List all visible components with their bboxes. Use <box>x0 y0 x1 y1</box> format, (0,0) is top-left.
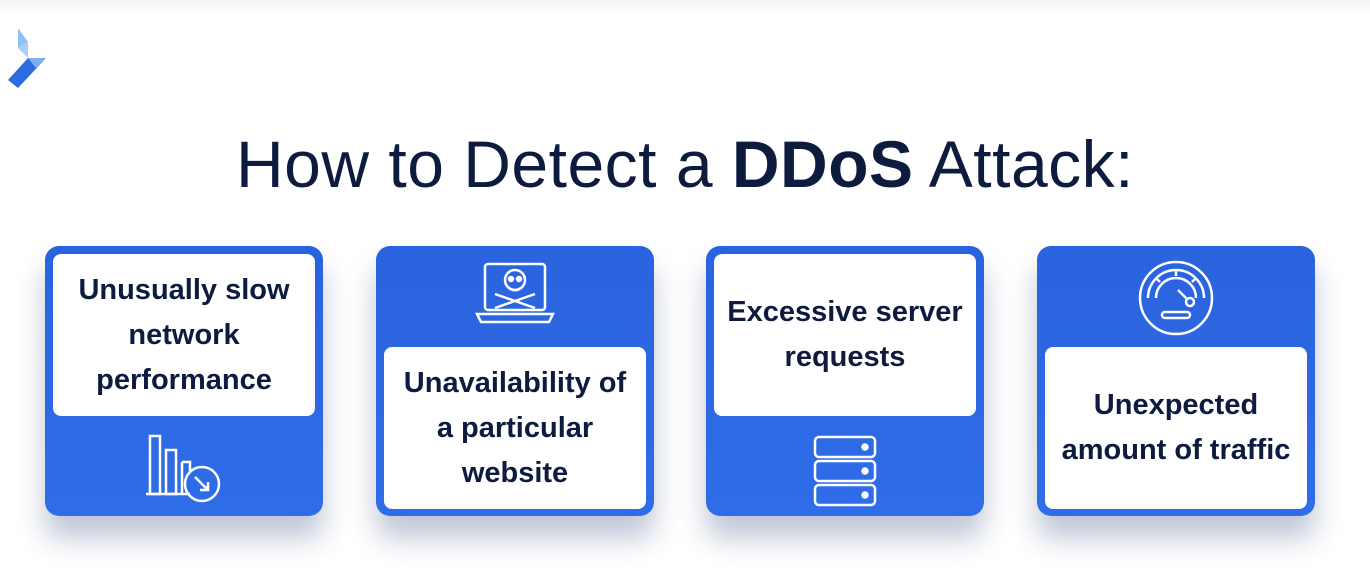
page-title: How to Detect a DDoS Attack: <box>0 124 1370 204</box>
card-label: Unexpected amount of traffic <box>1045 347 1307 509</box>
skull-laptop-icon <box>475 258 555 330</box>
card-server-requests: Excessive server requests <box>706 246 984 516</box>
card-website-unavailable: Unavailability of a particular website <box>376 246 654 516</box>
card-traffic: Unexpected amount of traffic <box>1037 246 1315 516</box>
card-label: Unavailability of a particular website <box>384 347 646 509</box>
title-prefix: How to Detect a <box>235 127 714 202</box>
card-label: Unusually slow network performance <box>53 254 315 416</box>
speedometer-icon <box>1136 258 1216 338</box>
top-divider <box>0 0 1370 14</box>
card-slow-network: Unusually slow network performance <box>45 246 323 516</box>
bar-chart-down-icon <box>146 432 222 504</box>
brand-logo-icon <box>6 28 46 90</box>
title-suffix: Attack: <box>928 127 1134 202</box>
card-label: Excessive server requests <box>714 254 976 416</box>
title-bold: DDoS <box>731 127 914 202</box>
server-stack-icon <box>812 434 878 508</box>
